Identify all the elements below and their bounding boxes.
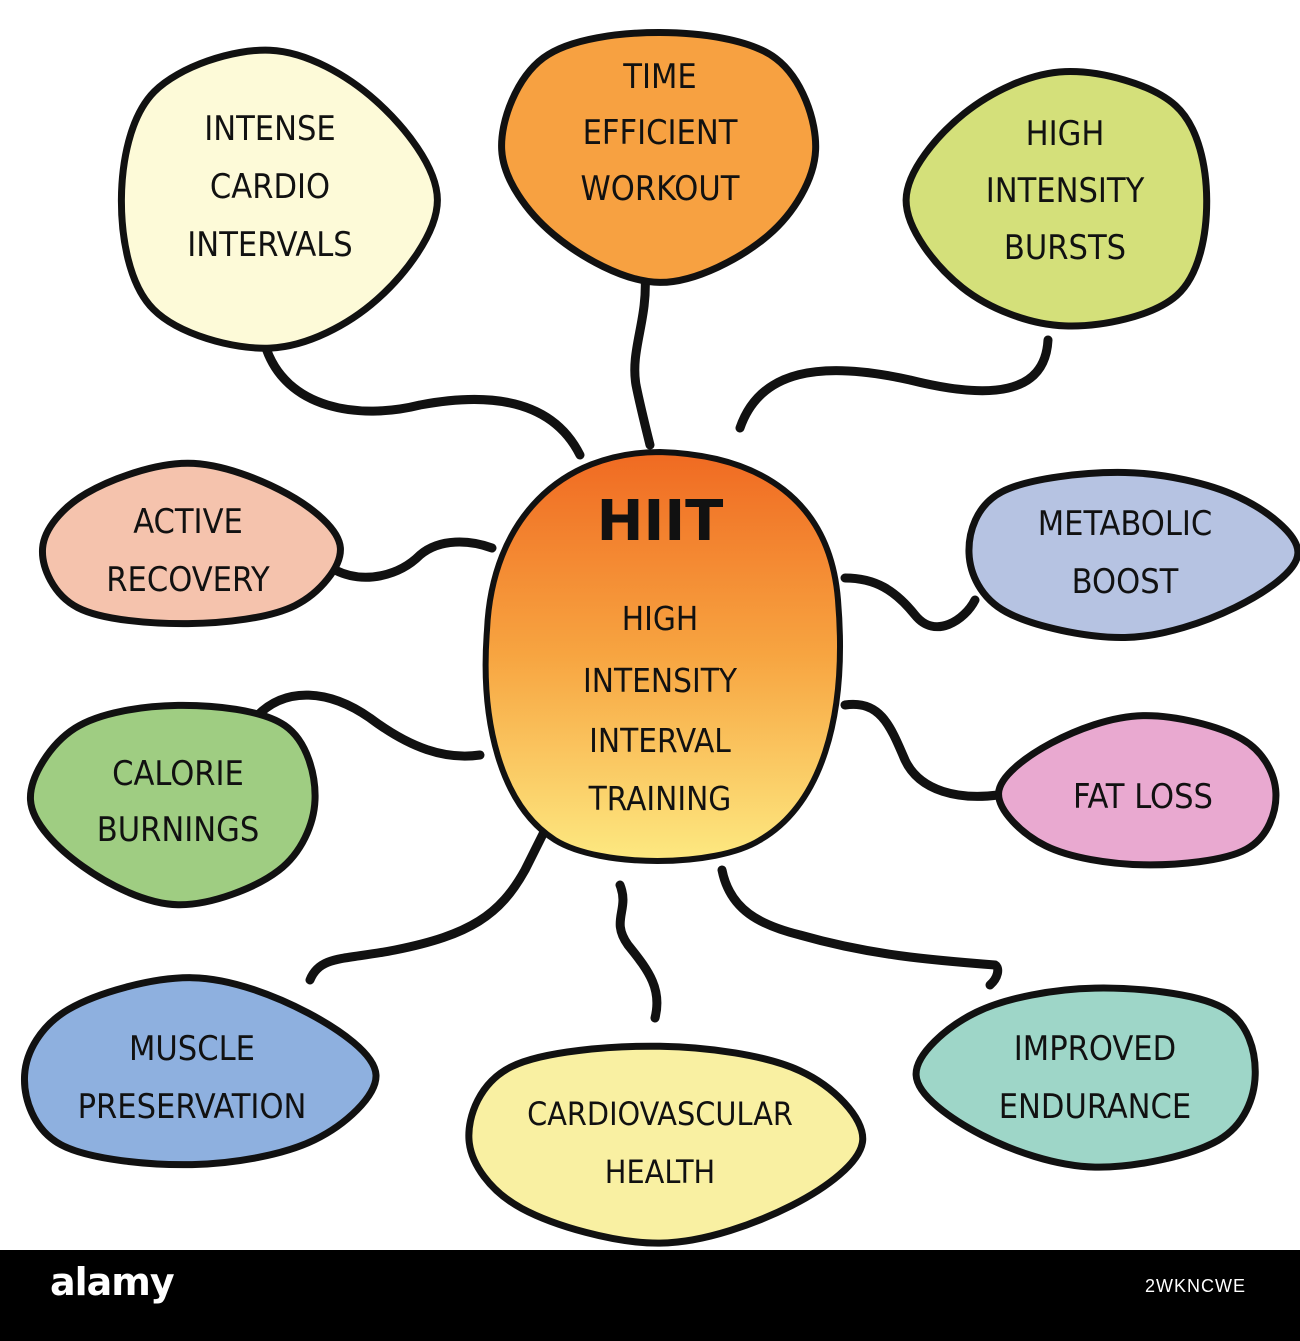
- bubble-label-line: INTENSITY: [986, 171, 1145, 211]
- bubble-label-line: ACTIVE: [133, 502, 243, 542]
- bubble-label-line: BOOST: [1072, 562, 1179, 602]
- bubble-label-line: BURSTS: [1004, 228, 1126, 268]
- connector-cardiovascular: [615, 880, 662, 1023]
- bubble-shape: [26, 701, 319, 909]
- bubble-time-efficient-workout: TIME EFFICIENT WORKOUT: [498, 28, 820, 286]
- connectors: [250, 270, 1053, 1023]
- connector-time-efficient: [630, 270, 655, 450]
- brand-logo: alamy: [50, 1260, 175, 1304]
- hub-subtitle-line: HIGH: [622, 599, 698, 638]
- bubble-label-line: PRESERVATION: [78, 1087, 307, 1127]
- bubble-label-line: HIGH: [1026, 114, 1105, 154]
- connector-high-intensity: [735, 335, 1053, 433]
- bubble-label-line: RECOVERY: [106, 560, 270, 600]
- hub-bubble: [482, 448, 843, 864]
- bubble-shape: [465, 1042, 867, 1247]
- bubble-shape: [965, 468, 1300, 642]
- connector-active-recovery: [330, 537, 497, 582]
- connector-muscle-preservation: [305, 825, 550, 985]
- topic-bubbles: INTENSE CARDIO INTERVALS TIME EFFICIENT WORKO…: [21, 28, 1300, 1247]
- bubble-label-line: HEALTH: [605, 1153, 715, 1191]
- bubble-improved-endurance: IMPROVED ENDURANCE: [912, 984, 1259, 1171]
- connector-calorie-burnings: [250, 690, 485, 761]
- bubble-shape: [117, 46, 441, 352]
- bubble-fat-loss: FAT LOSS: [995, 712, 1280, 869]
- bubble-label-line: WORKOUT: [581, 169, 740, 209]
- hub-subtitle-line: INTENSITY: [583, 661, 738, 700]
- mind-map: HIIT HIGH INTENSITY INTERVAL TRAINING IN…: [21, 28, 1300, 1247]
- bubble-cardiovascular-health: CARDIOVASCULAR HEALTH: [465, 1042, 867, 1247]
- connector-intense-cardio: [260, 340, 585, 460]
- bubble-calorie-burnings: CALORIE BURNINGS: [26, 701, 319, 909]
- bubble-shape: [21, 974, 380, 1169]
- bubble-label-line: CARDIO: [210, 167, 330, 207]
- bubble-label-line: EFFICIENT: [583, 113, 738, 153]
- hub-subtitle-line: TRAINING: [588, 779, 732, 818]
- bubble-label-line: FAT LOSS: [1073, 777, 1213, 817]
- bubble-label-line: CARDIOVASCULAR: [527, 1095, 793, 1133]
- hub-subtitle: HIGH INTENSITY INTERVAL TRAINING: [583, 599, 738, 818]
- bubble-high-intensity-bursts: HIGH INTENSITY BURSTS: [902, 68, 1211, 330]
- bubble-shape: [39, 459, 344, 628]
- connector-metabolic-boost: [840, 573, 980, 632]
- bubble-label-line: METABOLIC: [1038, 504, 1213, 544]
- bubble-label-line: TIME: [622, 57, 696, 97]
- bubble-label-line: INTERVALS: [187, 225, 352, 265]
- hub-title: HIIT: [597, 489, 724, 554]
- bubble-shape: [995, 712, 1280, 869]
- bubble-shape: [902, 68, 1211, 330]
- bubble-label-line: CALORIE: [112, 754, 244, 794]
- bubble-label-line: INTENSE: [204, 109, 336, 149]
- image-id: 2WKNCWE: [1145, 1276, 1246, 1296]
- bubble-muscle-preservation: MUSCLE PRESERVATION: [21, 974, 380, 1169]
- connector-fat-loss: [840, 699, 1003, 801]
- footer-bar: alamy 2WKNCWE: [0, 1250, 1300, 1341]
- bubble-active-recovery: ACTIVE RECOVERY: [39, 459, 344, 628]
- bubble-shape: [912, 984, 1259, 1171]
- bubble-shape: [498, 28, 820, 286]
- bubble-label-line: BURNINGS: [97, 810, 260, 850]
- bubble-metabolic-boost: METABOLIC BOOST: [965, 468, 1300, 642]
- bubble-label-line: MUSCLE: [129, 1029, 255, 1069]
- bubble-intense-cardio-intervals: INTENSE CARDIO INTERVALS: [117, 46, 441, 352]
- connector-improved-endurance: [717, 865, 1003, 990]
- hub-subtitle-line: INTERVAL: [589, 721, 731, 760]
- bubble-label-line: IMPROVED: [1014, 1029, 1176, 1069]
- bubble-label-line: ENDURANCE: [999, 1087, 1192, 1127]
